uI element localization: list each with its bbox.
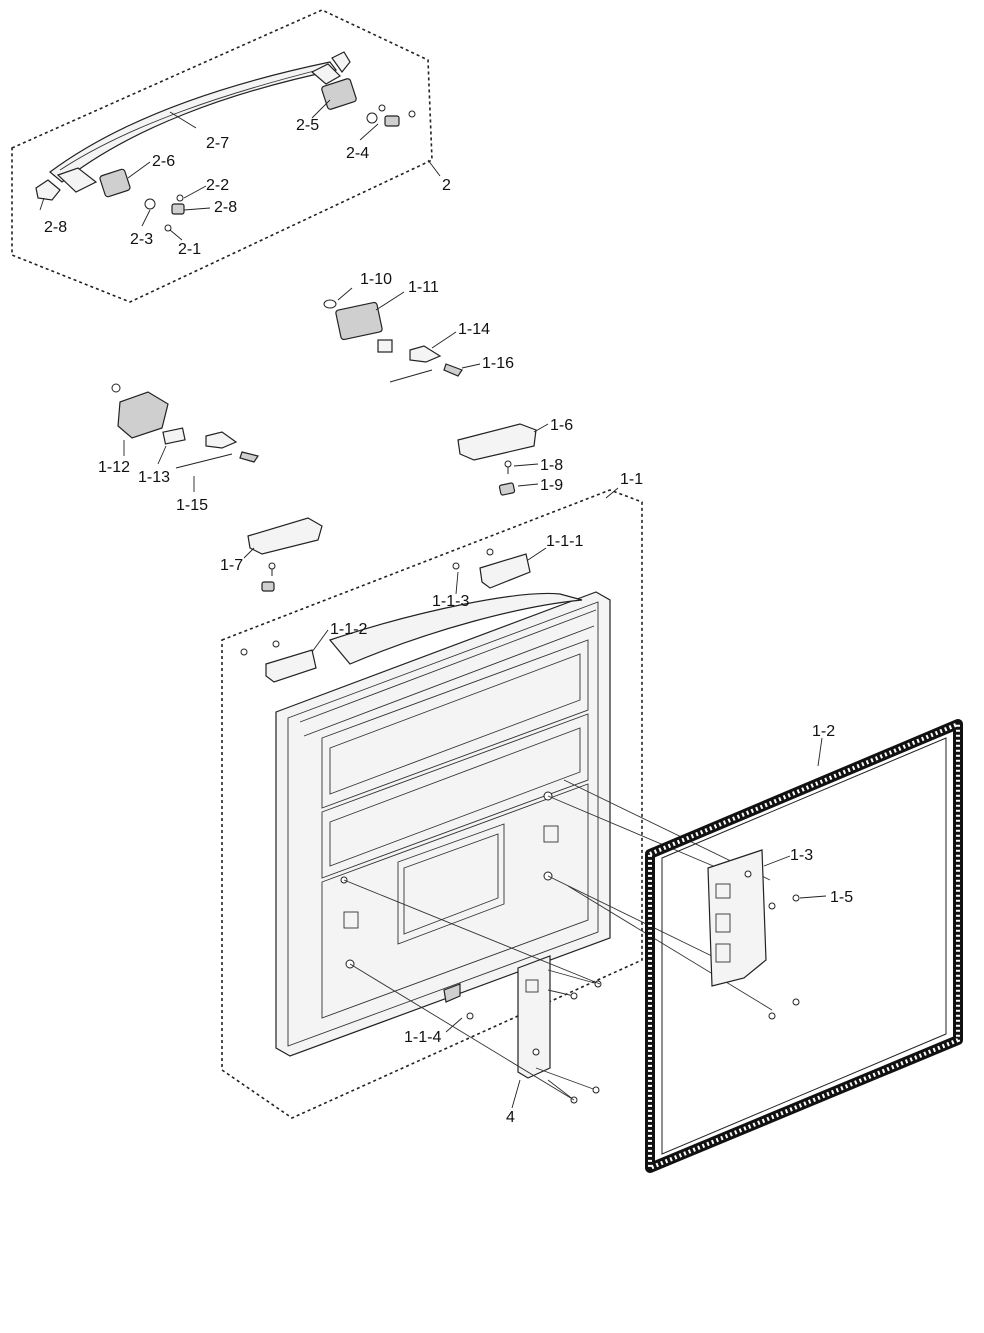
label-1-9: 1-9 <box>540 477 563 494</box>
label-2-7: 2-7 <box>206 135 229 152</box>
hinge-covers <box>243 423 549 592</box>
hinge-bracket-1-11 <box>335 301 383 341</box>
cover-1-7 <box>247 517 323 555</box>
clip-2-8 <box>171 203 185 215</box>
label-1-1-3: 1-1-3 <box>432 593 469 610</box>
label-2-1: 2-1 <box>178 241 201 258</box>
door-assembly-boundary <box>221 489 643 1119</box>
door-window <box>397 823 505 945</box>
screw-2-2 <box>176 194 184 202</box>
pin-upper <box>389 369 433 383</box>
label-1-11: 1-11 <box>408 279 439 296</box>
gasket-group <box>645 719 963 1173</box>
label-1-3: 1-3 <box>790 847 813 864</box>
clip-1-9 <box>498 482 516 496</box>
label-1-1-4: 1-1-4 <box>404 1029 441 1046</box>
screw-2-4 <box>378 104 386 112</box>
hinge-lever-1-14 <box>409 345 442 363</box>
upper-hinge-assembly <box>323 287 481 383</box>
screw-right <box>408 110 416 118</box>
mount-block-right <box>321 78 357 110</box>
label-1-6: 1-6 <box>550 417 573 434</box>
label-1-8: 1-8 <box>540 457 563 474</box>
label-1-1-1: 1-1-1 <box>546 533 583 550</box>
label-4: 4 <box>506 1109 515 1126</box>
end-cap-right <box>331 51 351 73</box>
bracket-left <box>56 167 98 193</box>
label-1-1-2: 1-1-2 <box>330 621 367 638</box>
label-1-10: 1-10 <box>360 271 392 288</box>
bracket-1-1-1 <box>479 553 531 589</box>
handle-assembly-group <box>11 9 441 303</box>
label-1-2: 1-2 <box>812 723 835 740</box>
bracket-4 <box>517 955 551 1079</box>
clip-2-4 <box>384 115 400 127</box>
label-1-12: 1-12 <box>98 459 130 476</box>
spacer-2-4a <box>366 112 378 124</box>
hinge-plate-1-13 <box>162 427 186 445</box>
pin-1-15 <box>175 453 233 469</box>
hinge-plate-1-3 <box>707 849 767 987</box>
lower-hinge-assembly <box>111 383 259 492</box>
label-1-15: 1-15 <box>176 497 208 514</box>
spacer-2-3 <box>144 198 156 210</box>
spring-1-16 <box>443 363 463 377</box>
stopper-1-1-4 <box>443 983 461 1003</box>
mount-block-left <box>99 168 131 198</box>
hinge-lever-lower <box>205 431 238 449</box>
door-panel <box>275 591 611 1057</box>
cap-1-10 <box>323 299 337 309</box>
clip-1-7 <box>261 581 275 592</box>
cover-1-6 <box>457 423 537 461</box>
label-2-3: 2-3 <box>130 231 153 248</box>
label-2-8-center: 2-8 <box>214 199 237 216</box>
cap-1-12 <box>111 383 121 393</box>
label-1-14: 1-14 <box>458 321 490 338</box>
hinge-bracket-1-12 <box>117 391 169 439</box>
door-assembly-group <box>221 487 643 1119</box>
label-2-8-left: 2-8 <box>44 219 67 236</box>
part-labels: 2 2-1 2-2 2-3 2-4 2-5 2-6 2-7 2-8 2-8 1-… <box>44 117 853 1126</box>
label-2: 2 <box>442 177 451 194</box>
handle-bar <box>49 61 338 183</box>
door-upper-panel <box>321 639 589 809</box>
label-1-5: 1-5 <box>830 889 853 906</box>
label-1-13: 1-13 <box>138 469 170 486</box>
bracket-right <box>310 63 341 85</box>
label-1-16: 1-16 <box>482 355 514 372</box>
door-lower-panel <box>321 783 589 1019</box>
hinge-plate-group <box>707 849 827 1020</box>
explode-lines <box>343 779 773 1101</box>
label-2-2: 2-2 <box>206 177 229 194</box>
label-1-1: 1-1 <box>620 471 643 488</box>
bracket-1-1-2 <box>265 649 317 683</box>
label-1-7: 1-7 <box>220 557 243 574</box>
label-2-6: 2-6 <box>152 153 175 170</box>
end-cap-left <box>35 179 61 201</box>
label-2-5: 2-5 <box>296 117 319 134</box>
bracket-4-group <box>511 955 602 1109</box>
door-middle-panel <box>321 713 589 879</box>
door-top-shelf <box>328 592 583 665</box>
hinge-plate-1-13-upper <box>377 339 393 353</box>
spring-lower <box>239 451 259 463</box>
screw-2-1 <box>164 224 172 232</box>
label-2-4: 2-4 <box>346 145 369 162</box>
